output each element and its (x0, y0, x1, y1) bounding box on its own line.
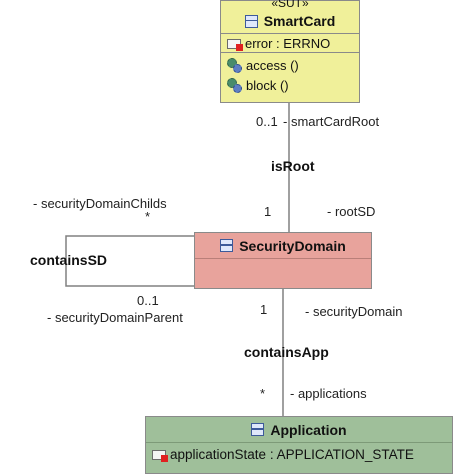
smartcard-attributes: error : ERRNO (221, 33, 359, 52)
application-class[interactable]: Application applicationState : APPLICATI… (145, 416, 453, 474)
application-header: Application (146, 417, 452, 442)
securitydomain-header: SecurityDomain (195, 233, 371, 259)
containssd-line (65, 235, 194, 287)
attribute-label: error : ERRNO (245, 36, 331, 51)
operation-label: block () (246, 77, 289, 93)
smartcard-class[interactable]: «SUT» SmartCard error : ERRNO access () … (220, 0, 360, 103)
smartcard-operations: access () block () (221, 52, 359, 95)
isroot-bottom-multiplicity: 1 (264, 204, 272, 219)
isroot-bottom-role: - rootSD (327, 204, 376, 219)
containsapp-top-role: - securityDomain (305, 304, 403, 319)
attribute-row[interactable]: error : ERRNO (227, 36, 359, 51)
operation-row[interactable]: block () (227, 75, 359, 95)
class-icon (220, 239, 234, 252)
smartcard-header: SmartCard (221, 9, 359, 33)
attribute-label: applicationState : APPLICATION_STATE (170, 447, 414, 462)
attribute-row[interactable]: applicationState : APPLICATION_STATE (152, 447, 452, 462)
containsapp-bottom-multiplicity: * (260, 386, 266, 401)
containsapp-top-multiplicity: 1 (260, 302, 268, 317)
operation-icon (227, 77, 242, 93)
application-attributes: applicationState : APPLICATION_STATE (146, 442, 452, 462)
application-name: Application (270, 421, 347, 438)
containssd-bottom-multiplicity: 0..1 (137, 293, 159, 308)
securitydomain-name: SecurityDomain (239, 237, 346, 254)
operation-label: access () (246, 57, 299, 73)
containsapp-association-name: containsApp (244, 344, 329, 360)
operation-row[interactable]: access () (227, 55, 359, 75)
smartcard-stereotype: «SUT» (271, 0, 309, 10)
containsapp-bottom-role: - applications (290, 386, 367, 401)
smartcard-name: SmartCard (263, 13, 336, 29)
containssd-top-role: - securityDomainChilds (33, 196, 167, 211)
isroot-top-multiplicity: 0..1 (256, 114, 278, 129)
attribute-icon (227, 38, 243, 51)
isroot-top-role: - smartCardRoot (283, 114, 380, 129)
containssd-top-multiplicity: * (145, 209, 151, 224)
containssd-association-name: containsSD (30, 252, 108, 268)
operation-icon (227, 57, 242, 73)
isroot-association-name: isRoot (271, 158, 315, 174)
securitydomain-class[interactable]: SecurityDomain (194, 232, 372, 289)
attribute-icon (152, 449, 168, 462)
class-icon (244, 14, 258, 28)
class-icon (251, 423, 265, 436)
containssd-bottom-role: - securityDomainParent (47, 310, 183, 325)
